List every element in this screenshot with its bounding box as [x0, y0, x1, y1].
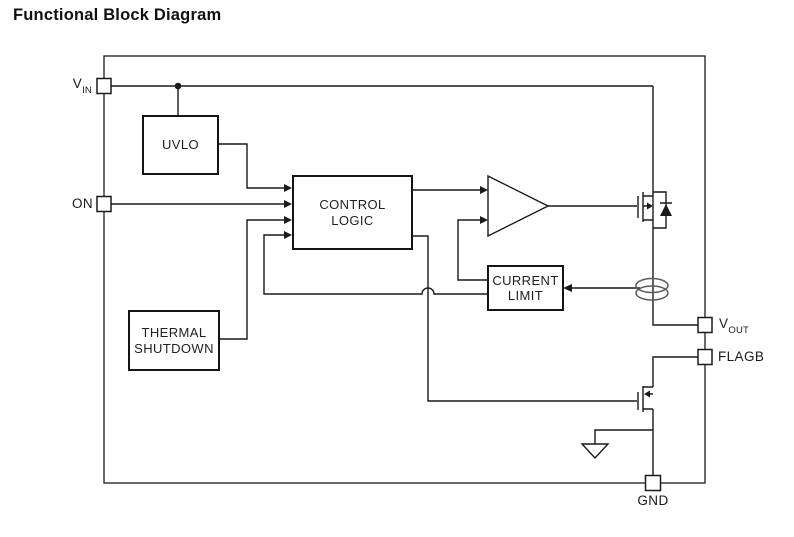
- on-label-text: ON: [72, 196, 94, 211]
- currentlimit-to-logic-wire-with-hop: [263, 234, 487, 295]
- vout-label-sub: OUT: [728, 324, 750, 336]
- control-logic-block: CONTROL LOGIC: [292, 175, 413, 250]
- pin-layer: [96, 77, 713, 492]
- control-logic-label-line2: LOGIC: [331, 212, 374, 228]
- vin-rail-wire: [111, 85, 653, 115]
- thermal-shutdown-label-line2: SHUTDOWN: [134, 340, 214, 356]
- vout-pin-label: VOUT: [719, 316, 750, 336]
- gnd-label-text: GND: [637, 493, 669, 508]
- arrowhead-layer: [174, 82, 672, 398]
- page-title: Functional Block Diagram: [13, 6, 222, 24]
- arrowhead-currentlimit-in: [563, 284, 572, 292]
- control-logic-label-line1: CONTROL: [319, 197, 386, 212]
- flag-mosfet: [637, 356, 698, 476]
- logic-to-flagfet-gate-wire: [412, 235, 637, 402]
- currentlimit-to-amp-wire: [457, 219, 487, 281]
- on-pin-label: ON: [72, 196, 93, 211]
- chip-boundary: [103, 55, 706, 484]
- arrowhead-logic-in2: [284, 200, 292, 208]
- gnd-pin: [644, 474, 662, 492]
- thermal-shutdown-block: THERMAL SHUTDOWN: [128, 310, 220, 371]
- on-pin: [96, 195, 112, 213]
- vout-pin: [697, 316, 713, 334]
- vin-label-base: V: [72, 76, 83, 91]
- body-diode-triangle-icon: [660, 204, 672, 216]
- flagb-pin-label: FLAGB: [718, 349, 764, 364]
- vout-label-base: V: [719, 316, 729, 331]
- pass-mosfet-body-arrow-icon: [647, 202, 653, 210]
- flagb-pin: [697, 348, 713, 366]
- uvlo-to-logic-wire: [219, 143, 284, 189]
- vin-label-sub: IN: [82, 84, 92, 96]
- arrowhead-amp-in1: [480, 186, 488, 194]
- pass-mosfet: [637, 192, 653, 222]
- arrowhead-logic-in1: [284, 184, 292, 192]
- passfet-rail-to-vout-wire: [652, 86, 698, 326]
- coil-loop-top: [635, 277, 669, 294]
- amplifier-triangle-icon: [487, 174, 550, 238]
- gnd-pin-label: GND: [636, 493, 670, 508]
- junction-dot: [174, 82, 182, 90]
- body-diode: [653, 191, 672, 229]
- ground-icon: [580, 429, 653, 460]
- uvlo-block: UVLO: [142, 115, 219, 175]
- vin-pin-label: VIN: [56, 76, 92, 96]
- arrowhead-amp-in2: [480, 216, 488, 224]
- current-limit-block: CURRENT LIMIT: [487, 265, 564, 311]
- current-limit-label-line2: LIMIT: [507, 288, 544, 303]
- vin-pin: [96, 77, 112, 95]
- coil-loop-bottom: [635, 285, 669, 301]
- thermal-to-logic-wire: [219, 219, 284, 340]
- wire-layer: [103, 55, 706, 484]
- flagb-label-text: FLAGB: [718, 349, 765, 364]
- current-sense-coil-icon: [635, 277, 669, 301]
- arrowhead-logic-in4: [284, 231, 292, 239]
- flag-mosfet-body-arrow-icon: [644, 390, 650, 398]
- arrowhead-logic-in3: [284, 216, 292, 224]
- current-limit-label-line1: CURRENT: [492, 272, 559, 288]
- uvlo-block-label: UVLO: [161, 137, 199, 153]
- thermal-shutdown-label-line1: THERMAL: [141, 325, 207, 340]
